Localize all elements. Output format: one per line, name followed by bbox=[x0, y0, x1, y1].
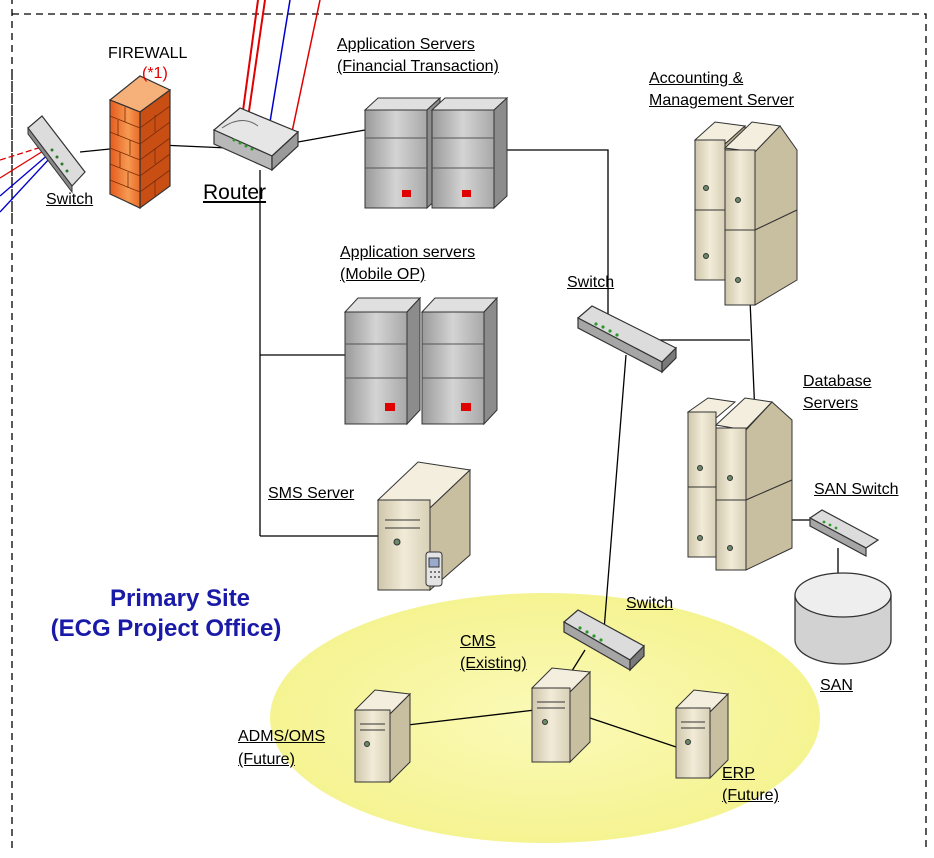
lower-switch bbox=[562, 609, 645, 672]
middle-switch bbox=[576, 305, 678, 374]
sms-server bbox=[376, 461, 472, 592]
cms-label-2: (Existing) bbox=[460, 655, 527, 672]
database-label-1: Database bbox=[803, 373, 872, 390]
accounting-label-2: Management Server bbox=[649, 92, 794, 109]
site-title: Primary Site bbox=[109, 585, 251, 612]
firewall-note: (*1) bbox=[142, 65, 168, 82]
database-servers bbox=[686, 397, 793, 571]
san-switch-label: SAN Switch bbox=[814, 481, 899, 498]
san-label: SAN bbox=[820, 677, 853, 694]
firewall-icon bbox=[108, 75, 172, 210]
left-switch-label: Switch bbox=[46, 191, 94, 208]
left-switch bbox=[27, 115, 86, 194]
cms-label-1: CMS bbox=[460, 633, 496, 650]
adms-label-1: ADMS/OMS bbox=[238, 728, 326, 745]
erp-label-2: (Future) bbox=[722, 787, 779, 804]
lower-switch-label: Switch bbox=[626, 595, 674, 612]
site-subtitle: (ECG Project Office) bbox=[50, 615, 282, 642]
san-switch bbox=[808, 509, 880, 558]
router-icon bbox=[212, 107, 300, 172]
sms-server-label: SMS Server bbox=[268, 485, 355, 502]
erp-server bbox=[674, 689, 730, 780]
cms-server bbox=[530, 667, 592, 764]
app-mobile-label-1: Application servers bbox=[340, 244, 476, 261]
accounting-label-1: Accounting & bbox=[649, 70, 744, 87]
adms-oms-server bbox=[353, 689, 412, 784]
accounting-servers bbox=[693, 121, 798, 306]
app-financial-label-1: Application Servers bbox=[337, 36, 475, 53]
adms-label-2: (Future) bbox=[238, 751, 295, 768]
database-label-2: Servers bbox=[803, 395, 859, 412]
router-label: Router bbox=[203, 181, 267, 204]
erp-label-1: ERP bbox=[722, 765, 755, 782]
app-mobile-label-2: (Mobile OP) bbox=[340, 266, 426, 283]
app-servers-mobile bbox=[343, 296, 499, 426]
app-servers-financial bbox=[363, 96, 509, 210]
firewall-label: FIREWALL bbox=[108, 45, 188, 62]
san-storage bbox=[794, 572, 892, 665]
middle-switch-label: Switch bbox=[567, 274, 615, 291]
app-financial-label-2: (Financial Transaction) bbox=[337, 58, 499, 75]
